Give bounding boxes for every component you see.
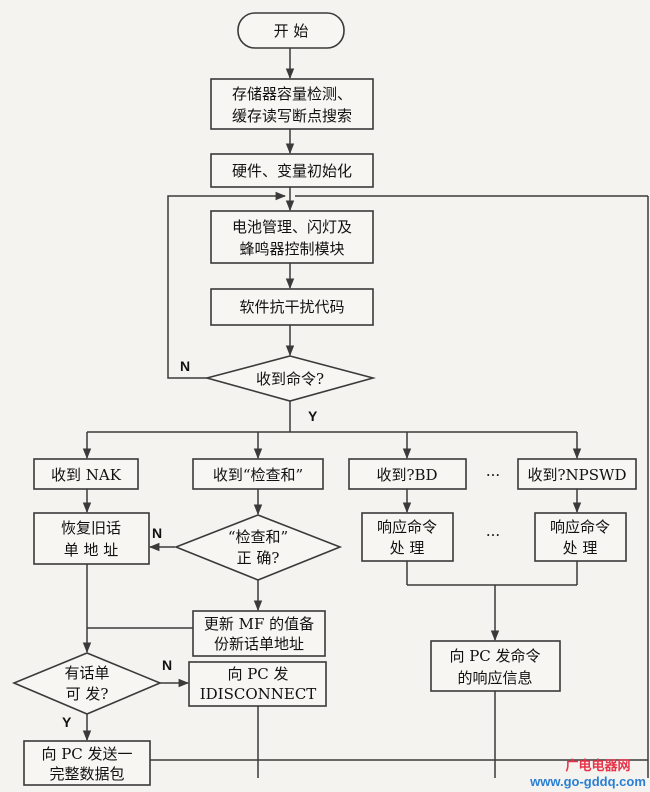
- node-respond-cmd-1: 响应命令 处 理: [361, 512, 454, 562]
- decision-has-record: 有话单 可 发?: [11, 652, 163, 715]
- has-record-line1: 有话单: [64, 664, 109, 682]
- send-disconnect-line2: IDISCONNECT: [200, 685, 317, 703]
- memory-check-line2: 缓存读写断点搜索: [232, 107, 352, 125]
- watermark-line1: 广电电器网: [565, 758, 630, 773]
- node-start: 开 始: [237, 12, 345, 49]
- send-response-line1: 向 PC 发命令: [449, 647, 540, 665]
- node-respond-cmd-2: 响应命令 处 理: [534, 512, 627, 562]
- decision-cmd-received: 收到命令?: [203, 355, 377, 402]
- node-init: 硬件、变量初始化: [210, 153, 374, 188]
- label-n-checksum: N: [152, 525, 162, 541]
- watermark: 广电电器网 www.go-gddq.com: [529, 758, 646, 789]
- respond-cmd-1-line2: 处 理: [390, 539, 425, 557]
- init-label: 硬件、变量初始化: [232, 162, 352, 180]
- update-mf-line2: 份新话单地址: [214, 635, 304, 653]
- node-send-disconnect: 向 PC 发 IDISCONNECT: [188, 661, 327, 707]
- ellipsis-top: ···: [486, 466, 500, 484]
- label-y-has-record: Y: [62, 714, 72, 730]
- send-response-line2: 的响应信息: [457, 669, 532, 687]
- restore-record-line1: 恢复旧话: [61, 519, 121, 537]
- recv-npswd-label: 收到?NPSWD: [528, 466, 627, 484]
- node-recv-nak: 收到 NAK: [33, 458, 139, 490]
- start-label: 开 始: [274, 22, 309, 40]
- node-recv-checksum: 收到“检查和”: [192, 458, 324, 490]
- recv-checksum-label: 收到“检查和”: [213, 466, 303, 484]
- node-recv-npswd: 收到?NPSWD: [517, 458, 637, 490]
- recv-bd-label: 收到?BD: [376, 466, 437, 484]
- respond-cmd-2-line1: 响应命令: [550, 518, 610, 536]
- battery-module-line2: 蜂鸣器控制模块: [239, 240, 344, 258]
- send-packet-line1: 向 PC 发送一: [41, 745, 132, 763]
- watermark-line2: www.go-gddq.com: [529, 774, 646, 789]
- recv-nak-label: 收到 NAK: [51, 466, 122, 484]
- send-disconnect-line1: 向 PC 发: [227, 665, 288, 683]
- edges: [82, 48, 649, 778]
- battery-module-line1: 电池管理、闪灯及: [232, 218, 352, 236]
- cmd-received-label: 收到命令?: [256, 370, 324, 388]
- label-n-has-record: N: [162, 657, 172, 673]
- node-restore-record: 恢复旧话 单 地 址: [33, 512, 150, 565]
- checksum-ok-line1: “检查和”: [228, 528, 288, 546]
- update-mf-line1: 更新 MF 的值备: [204, 615, 314, 633]
- edge-loop-n: [167, 191, 287, 379]
- ellipsis-mid: ···: [486, 526, 500, 544]
- node-memory-check: 存储器容量检测、 缓存读写断点搜索: [210, 78, 374, 130]
- anti-interference-label: 软件抗干扰代码: [239, 298, 344, 316]
- respond-cmd-1-line1: 响应命令: [377, 518, 437, 536]
- node-anti-interference: 软件抗干扰代码: [210, 288, 374, 326]
- node-recv-bd: 收到?BD: [348, 458, 467, 490]
- checksum-ok-line2: 正 确?: [237, 549, 280, 567]
- node-send-packet: 向 PC 发送一 完整数据包: [23, 740, 151, 786]
- restore-record-line2: 单 地 址: [64, 541, 119, 559]
- node-battery-module: 电池管理、闪灯及 蜂鸣器控制模块: [210, 210, 374, 264]
- respond-cmd-2-line2: 处 理: [563, 539, 598, 557]
- memory-check-line1: 存储器容量检测、: [232, 85, 352, 103]
- node-send-response: 向 PC 发命令 的响应信息: [430, 640, 561, 692]
- send-packet-line2: 完整数据包: [49, 765, 124, 783]
- node-update-mf: 更新 MF 的值备 份新话单地址: [192, 610, 326, 657]
- label-n-loop: N: [180, 358, 190, 374]
- label-y-branch: Y: [308, 408, 318, 424]
- has-record-line2: 可 发?: [66, 685, 109, 703]
- decision-checksum-ok: “检查和” 正 确?: [173, 514, 343, 581]
